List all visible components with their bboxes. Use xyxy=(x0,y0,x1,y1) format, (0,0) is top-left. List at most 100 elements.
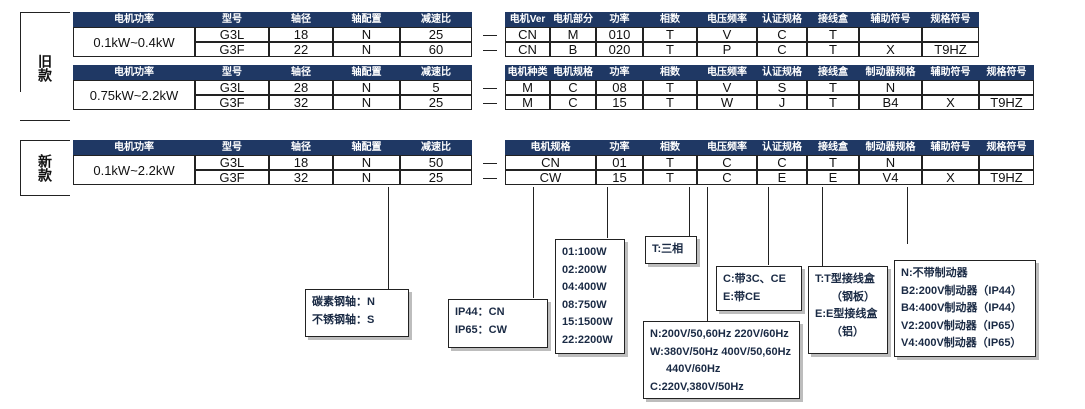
header-cell: 轴配置 xyxy=(333,140,400,155)
header-cell: 轴径 xyxy=(269,140,333,155)
header-cell: 电机功率 xyxy=(73,12,195,27)
table-cell: 15 xyxy=(596,170,643,185)
table-cell: N xyxy=(333,95,400,110)
header-cell: 规格符号 xyxy=(979,65,1034,80)
header-cell: 认证规格 xyxy=(757,65,807,80)
table-cell: 60 xyxy=(400,42,472,57)
table-cell: P xyxy=(697,42,757,57)
table-cell: V xyxy=(697,80,757,95)
table-cell: B xyxy=(550,42,596,57)
table-cell: X xyxy=(859,42,922,57)
table-cell: T9HZ xyxy=(922,42,979,57)
table-cell: C xyxy=(697,170,757,185)
header-cell: 型号 xyxy=(195,140,269,155)
header-cell: 功率 xyxy=(596,65,643,80)
table-cell: C xyxy=(550,80,596,95)
frame-line xyxy=(20,12,70,13)
table-cell: T xyxy=(643,80,697,95)
connector-ip xyxy=(533,187,534,298)
table-cell: 08 xyxy=(596,80,643,95)
table-cell: G3F xyxy=(195,170,269,185)
header-cell: 减速比 xyxy=(400,12,472,27)
table-cell: 25 xyxy=(400,170,472,185)
header-cell: 减速比 xyxy=(400,140,472,155)
header-cell: 电压频率 xyxy=(697,65,757,80)
frame-line xyxy=(20,140,70,141)
table-cell: W xyxy=(697,95,757,110)
junction-note: T:T型接线盒（钢板）E:E型接线盒（铝） xyxy=(808,266,888,354)
note-line: W:380V/50Hz 400V/50,60Hz xyxy=(650,345,792,358)
dash-connector xyxy=(483,50,497,51)
header-cell: 电机规格 xyxy=(550,65,596,80)
table-cell: N xyxy=(859,155,922,170)
note-line: 02:200W xyxy=(562,263,607,276)
table-cell: N xyxy=(333,27,400,42)
table-cell: J xyxy=(757,95,807,110)
header-cell: 辅助符号 xyxy=(859,12,922,27)
note-line: C:带3C、CE xyxy=(723,273,786,285)
note-line: B2:200V制动器（IP44） xyxy=(901,284,1023,297)
power-range: 0.75kW~2.2kW xyxy=(73,80,195,110)
frame-line xyxy=(20,12,21,92)
table-cell: T xyxy=(643,155,697,170)
connector-junction xyxy=(822,187,823,267)
table-cell: N xyxy=(333,42,400,57)
table-cell: 22 xyxy=(269,42,333,57)
note-line: 15:1500W xyxy=(562,316,613,329)
table-cell: 18 xyxy=(269,27,333,42)
table-cell: T9HZ xyxy=(979,170,1034,185)
table-cell: CN xyxy=(505,27,550,42)
note-line: 碳素钢轴：N xyxy=(312,296,375,308)
header-cell: 辅助符号 xyxy=(922,140,979,155)
note-line: T:三相 xyxy=(652,243,684,255)
header-cell: 轴配置 xyxy=(333,65,400,80)
table-cell: C xyxy=(757,42,807,57)
table-cell xyxy=(922,80,979,95)
dash-connector xyxy=(483,163,497,164)
header-cell: 相数 xyxy=(643,65,697,80)
dash-connector xyxy=(483,178,497,179)
power-range: 0.1kW~2.2kW xyxy=(73,155,195,185)
table-cell: T xyxy=(807,95,859,110)
header-cell: 规格符号 xyxy=(979,140,1034,155)
header-cell: 电压频率 xyxy=(697,12,757,27)
header-cell: 接线盒 xyxy=(807,140,859,155)
table-cell: B4 xyxy=(859,95,922,110)
note-line: 08:750W xyxy=(562,298,607,311)
table-cell: X xyxy=(922,95,979,110)
header-cell: 电机Ver xyxy=(505,12,550,27)
table-cell: 5 xyxy=(400,80,472,95)
table-cell: M xyxy=(505,80,550,95)
table-cell: CN xyxy=(505,42,550,57)
connector-brake xyxy=(907,187,908,244)
table-cell xyxy=(979,155,1034,170)
new-label: 新款 xyxy=(37,153,53,182)
header-cell: 轴径 xyxy=(269,12,333,27)
connector-shaft xyxy=(388,187,389,300)
table-cell: V4 xyxy=(859,170,922,185)
table-cell: 020 xyxy=(596,42,643,57)
table-cell: T xyxy=(807,80,859,95)
table-cell: N xyxy=(859,80,922,95)
table-cell: 25 xyxy=(400,27,472,42)
table-cell: C xyxy=(550,95,596,110)
frame-line xyxy=(20,140,21,195)
header-cell: 功率 xyxy=(596,12,643,27)
table-cell: 18 xyxy=(269,155,333,170)
table-cell: T xyxy=(807,42,859,57)
note-line: 22:2200W xyxy=(562,333,613,346)
header-cell: 电机规格 xyxy=(505,140,596,155)
note-line: E:E型接线盒 xyxy=(815,308,878,321)
note-line: C:220V,380V/50Hz xyxy=(650,380,744,393)
header-cell: 电压频率 xyxy=(697,140,757,155)
header-cell: 电机种类 xyxy=(505,65,550,80)
header-cell: 相数 xyxy=(643,140,697,155)
table-cell: 28 xyxy=(269,80,333,95)
table-cell: T xyxy=(807,27,859,42)
table-cell: 01 xyxy=(596,155,643,170)
header-cell: 规格符号 xyxy=(922,12,979,27)
note-line: N:200V/50,60Hz 220V/60Hz xyxy=(650,328,789,340)
